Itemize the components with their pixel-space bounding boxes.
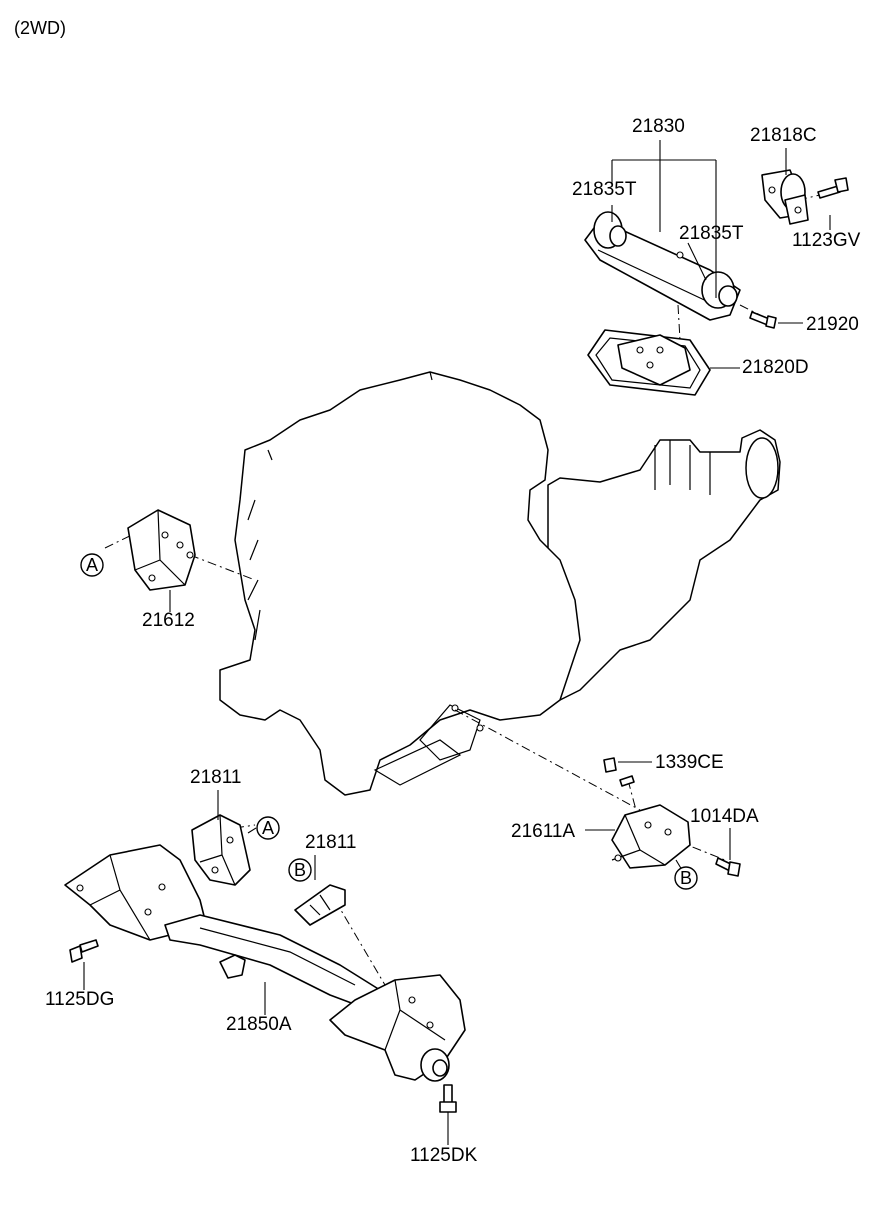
callout-a-bottom-letter: A bbox=[262, 818, 274, 838]
crossmember-21850a bbox=[64, 844, 466, 1082]
part-label-21612: 21612 bbox=[142, 610, 195, 631]
callout-b-left: B bbox=[288, 858, 312, 882]
transmission-mount-21830 bbox=[584, 211, 741, 321]
part-label-21820d: 21820D bbox=[742, 357, 809, 378]
part-label-21811-lower: 21811 bbox=[305, 832, 357, 853]
part-label-21835t-right: 21835T bbox=[679, 223, 744, 244]
stud-1339ce bbox=[603, 757, 635, 787]
part-label-1125dk: 1125DK bbox=[410, 1145, 478, 1166]
bolt-1125dg bbox=[69, 939, 99, 963]
variant-header: (2WD) bbox=[14, 18, 66, 38]
part-label-1339ce: 1339CE bbox=[655, 752, 724, 773]
part-label-1125dg: 1125DG bbox=[45, 989, 115, 1010]
leader-lines bbox=[83, 140, 831, 1145]
callout-a-bottom: A bbox=[256, 816, 280, 840]
callout-b-right-letter: B bbox=[680, 868, 692, 888]
bracket-21612 bbox=[127, 509, 196, 591]
bracket-21818c bbox=[761, 169, 809, 225]
part-label-21811-upper: 21811 bbox=[190, 767, 242, 788]
part-label-21611a: 21611A bbox=[511, 821, 576, 842]
part-label-21920: 21920 bbox=[806, 314, 859, 335]
part-label-1123gv: 1123GV bbox=[792, 230, 861, 251]
part-label-21835t-left: 21835T bbox=[572, 179, 637, 200]
insulator-21820d bbox=[587, 329, 711, 396]
callout-a-top: A bbox=[80, 553, 104, 577]
callout-b-right: B bbox=[674, 866, 698, 890]
bolt-21920 bbox=[749, 311, 777, 329]
bolt-1123gv bbox=[817, 177, 849, 199]
bolt-1014da bbox=[715, 857, 741, 877]
part-label-21830: 21830 bbox=[632, 116, 685, 137]
part-label-21850a: 21850A bbox=[226, 1014, 292, 1035]
bracket-21611a bbox=[611, 804, 691, 869]
callout-a-top-letter: A bbox=[86, 555, 98, 575]
part-label-21818c: 21818C bbox=[750, 125, 817, 146]
bracket-21811-upper bbox=[191, 814, 251, 886]
engine-assembly bbox=[219, 371, 781, 796]
bracket-21811-lower bbox=[294, 884, 346, 926]
part-label-1014da: 1014DA bbox=[690, 806, 759, 827]
bolt-1125dk bbox=[439, 1084, 457, 1113]
callout-b-left-letter: B bbox=[294, 860, 306, 880]
